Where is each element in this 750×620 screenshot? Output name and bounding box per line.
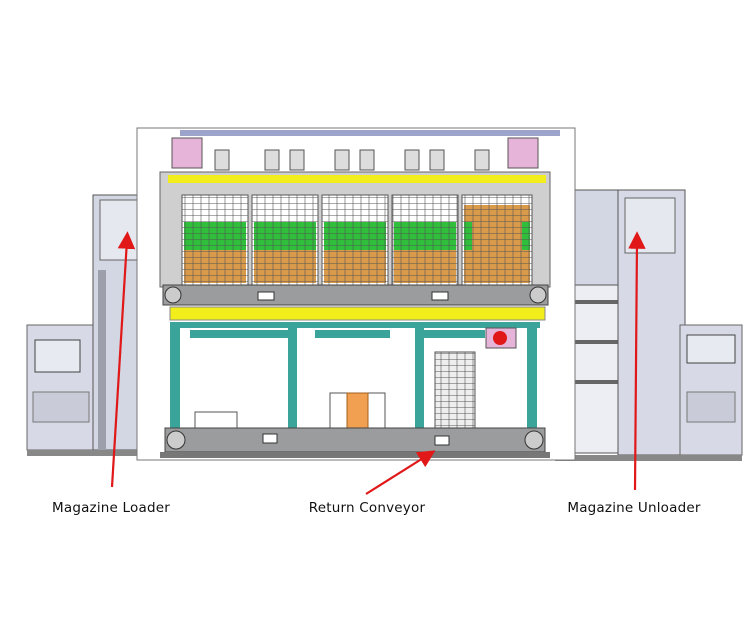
- label-magazine-unloader: Magazine Unloader: [567, 500, 701, 516]
- loader-monitor: [34, 339, 81, 373]
- loader-arrow: [110, 231, 136, 488]
- return-conveyor-arrow: [365, 450, 436, 495]
- magazine-loader: [26, 194, 157, 456]
- rack-modules: [181, 194, 533, 286]
- label-return-conveyor: Return Conveyor: [308, 500, 426, 516]
- upper-conveyor: [162, 284, 549, 306]
- return-rack: [434, 351, 476, 429]
- top-motor-row: [171, 130, 560, 171]
- teal-frame: [170, 322, 540, 452]
- upper-yellow-bar: [168, 175, 546, 183]
- magazine-unloader: [554, 189, 743, 461]
- lower-yellow-bar: [169, 306, 546, 321]
- label-magazine-loader: Magazine Loader: [52, 500, 170, 516]
- return-conveyor: [164, 427, 546, 453]
- orange-box: [346, 392, 369, 429]
- unloader-arrow: [628, 231, 646, 491]
- main-machine: [136, 127, 576, 461]
